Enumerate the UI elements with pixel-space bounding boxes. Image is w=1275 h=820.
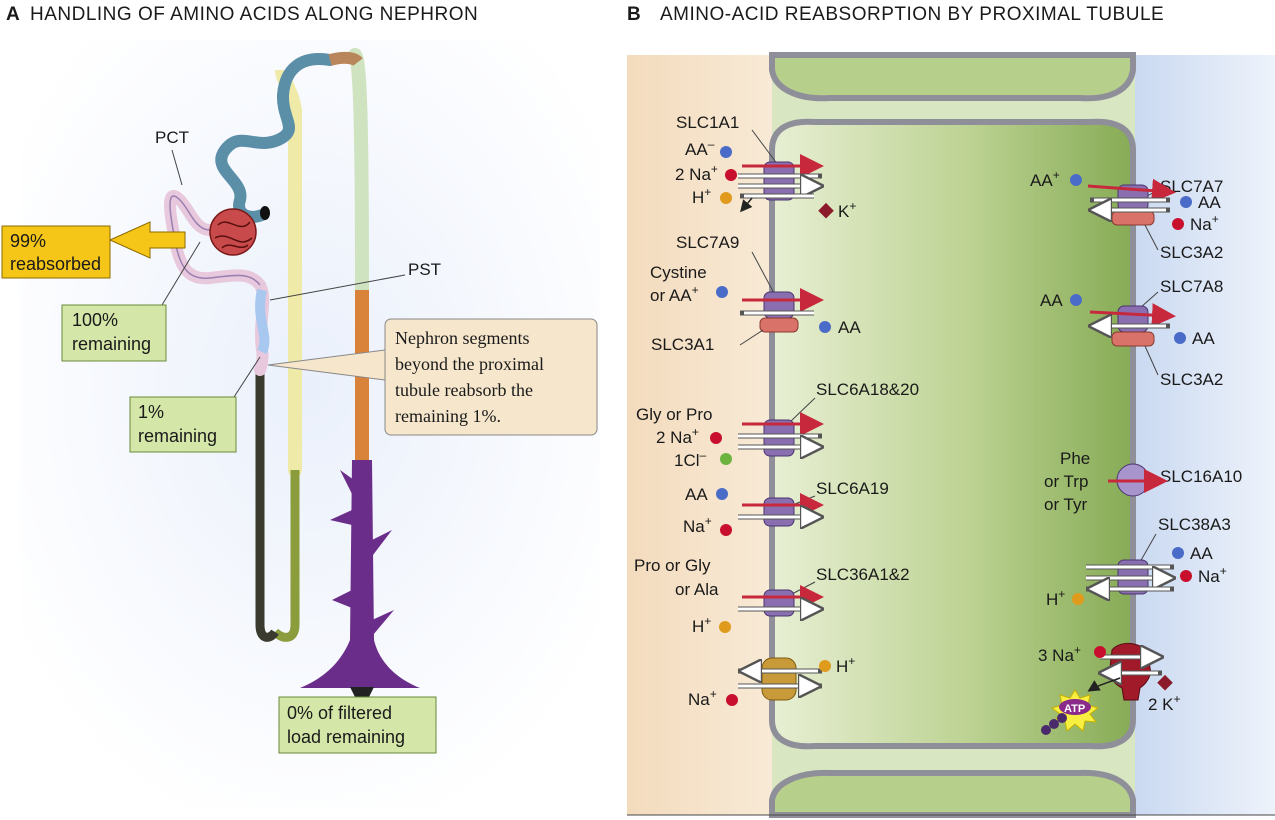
glomerulus — [209, 206, 270, 256]
slc6a18-label: SLC6A18&20 — [816, 380, 919, 399]
slc1a1-aa: AA– — [685, 137, 715, 159]
panel-b-title: AMINO-ACID REABSORPTION BY PROXIMAL TUBU… — [660, 4, 1164, 25]
slc38a3-h: H+ — [1046, 587, 1065, 609]
remaining-1-box: 1% remaining — [129, 356, 261, 453]
slc7a8-in-aa: AA — [1040, 291, 1063, 310]
upper-cell — [769, 52, 1136, 102]
nhe-h: H+ — [836, 654, 855, 676]
pump-k: 2 K+ — [1148, 692, 1181, 714]
reabsorbed-box: 99% reabsorbed — [1, 221, 186, 279]
transporter-slc7a8: SLC7A8 AA AA SLC3A2 — [1040, 277, 1223, 389]
slc6a19-aa: AA — [685, 485, 708, 504]
slc36a1-label: SLC36A1&2 — [816, 565, 910, 584]
transporter-slc1a1: SLC1A1 AA– 2 Na+ H+ K+ — [675, 113, 856, 221]
pst-leader — [269, 274, 406, 301]
transporter-slc7a7: SLC7A7 AA+ AA Na+ SLC3A2 — [1030, 168, 1223, 262]
pump-na: 3 Na+ — [1038, 643, 1081, 665]
epithelial-cell — [769, 118, 1136, 750]
pst-label: PST — [408, 260, 441, 279]
callout-line-4: remaining 1%. — [395, 406, 501, 426]
panel-b-letter: B — [627, 4, 641, 25]
loop-of-henle — [255, 69, 302, 642]
panel-a-title: HANDLING OF AMINO ACIDS ALONG NEPHRON — [30, 4, 478, 25]
slc38a3-label: SLC38A3 — [1158, 515, 1231, 534]
slc7a8-out-aa: AA — [1192, 329, 1215, 348]
slc7a8-partner: SLC3A2 — [1160, 370, 1223, 389]
slc7a9-aa: or AA+ — [650, 283, 699, 305]
panel-a-letter: A — [6, 4, 20, 25]
pct-label: PCT — [155, 128, 189, 147]
remaining-100-box: 100% remaining — [61, 241, 201, 362]
nhe-na: Na+ — [688, 687, 717, 709]
slc7a7-na: Na+ — [1190, 212, 1219, 234]
remaining-1-line-2: remaining — [138, 426, 217, 446]
na-k-atpase: 3 Na+ 2 K+ ATP — [1038, 643, 1181, 735]
slc16a10-label: SLC16A10 — [1160, 467, 1242, 486]
slc7a9-out-aa: AA — [838, 318, 861, 337]
slc6a18-na: 2 Na+ — [656, 425, 699, 447]
transporter-slc7a9: SLC7A9 Cystine or AA+ AA SLC3A1 — [650, 233, 861, 354]
transporter-slc36a1: SLC36A1&2 Pro or Gly or Ala H+ — [634, 556, 910, 636]
remaining-100-line-1: 100% — [72, 310, 118, 330]
transporter-slc38a3: SLC38A3 AA Na+ H+ — [1046, 515, 1231, 609]
remaining-0-line-2: load remaining — [287, 727, 405, 747]
slc6a18-gly: Gly or Pro — [636, 405, 713, 424]
slc1a1-h: H+ — [692, 185, 711, 207]
slc7a9-cystine: Cystine — [650, 263, 707, 282]
reabsorbed-line-1: 99% — [10, 231, 46, 251]
slc3a1-label: SLC3A1 — [651, 335, 714, 354]
callout-box: Nephron segments beyond the proximal tub… — [267, 318, 598, 436]
transporter-nhe: H+ Na+ — [688, 654, 855, 709]
slc1a1-label: SLC1A1 — [676, 113, 739, 132]
remaining-1-line-1: 1% — [138, 402, 164, 422]
callout-line-2: beyond the proximal — [395, 354, 544, 374]
slc6a19-na: Na+ — [683, 514, 712, 536]
slc6a19-label: SLC6A19 — [816, 479, 889, 498]
slc38a3-na: Na+ — [1198, 564, 1227, 586]
transporter-slc6a19: SLC6A19 AA Na+ — [683, 479, 889, 536]
slc36a1-h: H+ — [692, 614, 711, 636]
pct-leader — [171, 149, 183, 186]
slc36a1-pro: Pro or Gly — [634, 556, 711, 575]
slc36a1-ala: or Ala — [675, 580, 719, 599]
lower-cell — [769, 769, 1136, 818]
distal-tubule — [215, 51, 363, 223]
slc1a1-na: 2 Na+ — [675, 162, 718, 184]
callout-line-3: tubule reabsorb the — [395, 380, 533, 400]
remaining-100-line-2: remaining — [72, 334, 151, 354]
slc16a10-tyr: or Tyr — [1044, 495, 1087, 514]
atp-label: ATP — [1064, 703, 1085, 715]
transporter-slc16a10: SLC16A10 Phe or Trp or Tyr — [1044, 449, 1242, 514]
slc7a7-partner: SLC3A2 — [1160, 243, 1223, 262]
slc7a7-in-aa: AA+ — [1030, 168, 1060, 190]
reabsorbed-line-2: reabsorbed — [10, 254, 101, 274]
slc1a1-k: K+ — [838, 199, 856, 221]
slc38a3-aa: AA — [1190, 544, 1213, 563]
slc6a18-cl: 1Cl– — [674, 448, 707, 470]
callout-line-1: Nephron segments — [395, 328, 529, 348]
slc7a9-label: SLC7A9 — [676, 233, 739, 252]
panel-a: A HANDLING OF AMINO ACIDS ALONG NEPHRON — [1, 4, 600, 810]
slc16a10-phe: Phe — [1060, 449, 1090, 468]
slc16a10-trp: or Trp — [1044, 472, 1088, 491]
panel-b: B AMINO-ACID REABSORPTION BY PROXIMAL TU… — [627, 4, 1275, 818]
remaining-0-line-1: 0% of filtered — [287, 703, 392, 723]
remaining-0-box: 0% of filtered load remaining — [278, 696, 437, 754]
slc7a7-out-aa: AA — [1198, 193, 1221, 212]
transporter-slc6a18: SLC6A18&20 Gly or Pro 2 Na+ 1Cl– — [636, 380, 919, 470]
slc7a8-label: SLC7A8 — [1160, 277, 1223, 296]
